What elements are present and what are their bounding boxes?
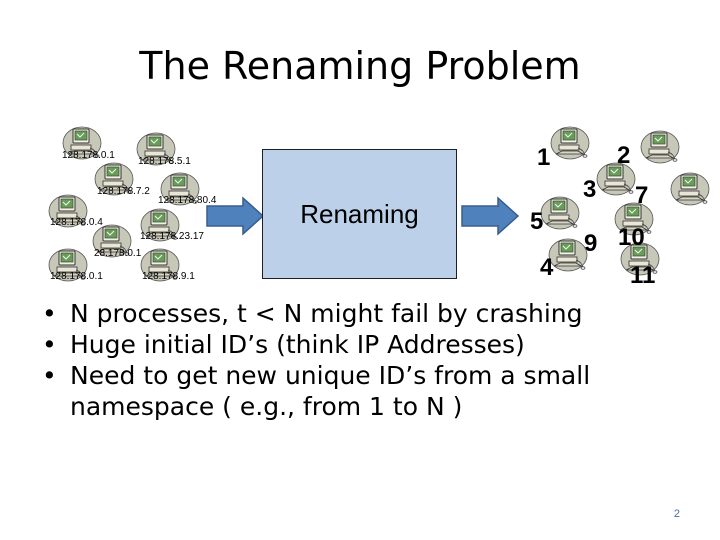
bullet-item: N processes, t < N might fail by crashin… [42,298,682,329]
renaming-label: Renaming [300,198,419,229]
new-id-label: 2 [617,142,631,169]
new-id-label: 9 [584,230,598,257]
new-id-label: 1 [537,144,551,171]
computer-icon [640,128,680,164]
ip-label: 128.178.23.17 [140,231,204,242]
new-id-label: 3 [583,176,597,203]
bullet-item: Need to get new unique ID’s from a small… [42,360,682,422]
computer-icon [670,170,710,206]
ip-label: 128.178.0.1 [62,150,115,161]
new-id-label: 5 [530,208,544,235]
arrow-right-icon [206,196,265,236]
ip-label: 128.178.5.1 [138,156,191,167]
computer-icon [548,236,588,272]
new-id-label: 11 [630,262,656,289]
ip-label: 128.178.9.1 [142,271,195,282]
computer-icon [550,124,590,160]
arrow-right-icon [461,196,520,236]
bullet-item: Huge initial ID’s (think IP Addresses) [42,329,682,360]
ip-label: 128.178.7.2 [97,186,150,197]
new-id-label: 4 [540,254,554,281]
new-id-label: 10 [618,224,645,251]
ip-label: 128.178.0.1 [50,271,103,282]
ip-label: 128.178.0.4 [50,217,103,228]
renaming-box: Renaming [262,149,457,279]
slide-title: The Renaming Problem [139,44,581,88]
computer-icon [540,194,580,230]
bullet-list: N processes, t < N might fail by crashin… [42,298,682,422]
new-id-label: 7 [635,182,649,209]
page-number: 2 [673,508,680,520]
ip-label: 128.178.80.4 [158,195,217,206]
computer-icon [596,160,636,196]
ip-label: 28.178.0.1 [94,248,142,259]
